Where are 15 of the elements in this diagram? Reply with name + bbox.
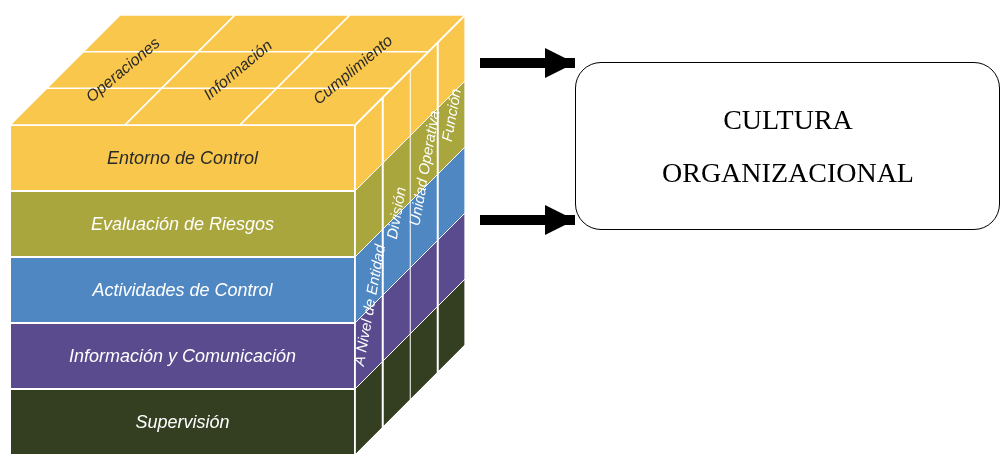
node-label: Supervisión bbox=[134, 412, 231, 433]
front-band bbox=[10, 191, 355, 257]
side-face-column bbox=[410, 42, 438, 400]
node-label: CULTURA ORGANIZACIONAL bbox=[661, 103, 915, 191]
node-label: Actividades de Control bbox=[91, 280, 274, 301]
front-band bbox=[10, 389, 355, 455]
node-label: Entorno de Control bbox=[105, 148, 260, 169]
front-band bbox=[10, 125, 355, 191]
arrow bbox=[480, 205, 575, 235]
front-band bbox=[10, 323, 355, 389]
rounded-box bbox=[575, 62, 1000, 230]
node-label: Evaluación de Riesgos bbox=[89, 214, 276, 235]
front-band bbox=[10, 257, 355, 323]
node-label: Información y Comunicación bbox=[67, 346, 298, 367]
arrow bbox=[480, 48, 575, 78]
